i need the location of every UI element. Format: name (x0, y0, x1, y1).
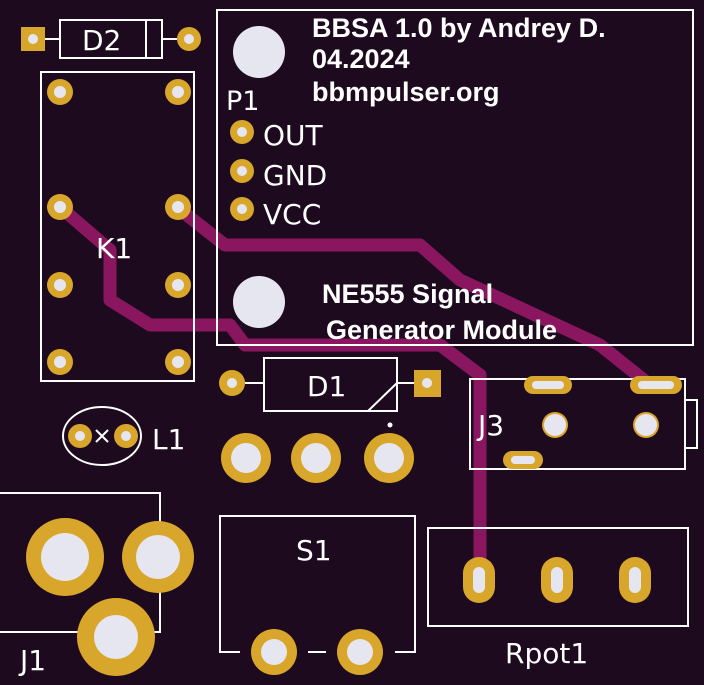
module-line1: NE555 Signal (322, 279, 493, 309)
j3-tab (684, 399, 698, 449)
j3-slot-drill-1 (532, 381, 564, 389)
j3-slot-drill-3 (511, 456, 535, 464)
d2-label: D2 (82, 24, 121, 57)
info-line2: 04.2024 (312, 44, 410, 74)
s1-drill-2 (347, 639, 373, 665)
p1-gnd-label: GND (263, 159, 327, 192)
l1-label: L1 (152, 423, 185, 456)
rpot1-pads (463, 557, 651, 603)
mounting-hole-top (233, 26, 285, 78)
p1-vcc-drill (237, 204, 247, 214)
p1-out-label: OUT (263, 119, 324, 152)
j1-drill-2 (136, 535, 180, 579)
p1-out-drill (237, 127, 247, 137)
d2-drill-2 (184, 34, 194, 44)
d1-cathode-mark (367, 382, 398, 412)
k1-label: K1 (96, 232, 132, 265)
l1-drill-1 (75, 431, 85, 441)
d2-drill-1 (28, 34, 38, 44)
p1-vcc-label: VCC (263, 198, 321, 231)
p1-gnd-drill (237, 166, 247, 176)
s1-label: S1 (296, 534, 332, 567)
info-box-outline (216, 9, 694, 346)
mounting-hole-bottom (233, 276, 285, 328)
rpot1-label: Rpot1 (505, 637, 588, 670)
d2-body (59, 19, 163, 59)
j3-slot-drill-2 (638, 381, 674, 389)
s1-drill-1 (261, 639, 287, 665)
d1-drill-2 (422, 378, 432, 388)
d1-label: D1 (307, 370, 346, 403)
j1-label: J1 (18, 644, 46, 677)
p1-label: P1 (226, 86, 259, 117)
d1-body (263, 357, 398, 412)
info-line3: bbmpulser.org (312, 77, 500, 107)
module-line2: Generator Module (326, 315, 557, 345)
j1-drill-1 (41, 533, 89, 581)
j3-label: J3 (476, 409, 504, 442)
j3-drill-1 (544, 414, 566, 436)
transistor-pads (221, 422, 414, 483)
trace-k1-to-rpot (53, 200, 487, 582)
l1-drill-2 (121, 431, 131, 441)
d1-drill-1 (227, 378, 237, 388)
s1-outline (219, 515, 416, 653)
info-line1: BBSA 1.0 by Andrey D. (312, 13, 606, 43)
l1-outline (62, 406, 142, 466)
k1-outline (40, 71, 195, 382)
l1-x-mark-2 (95, 429, 109, 443)
rpot1-outline (427, 527, 689, 627)
k1-pads (47, 79, 191, 375)
j1-drill-3 (94, 615, 138, 659)
j3-drill-2 (635, 414, 657, 436)
